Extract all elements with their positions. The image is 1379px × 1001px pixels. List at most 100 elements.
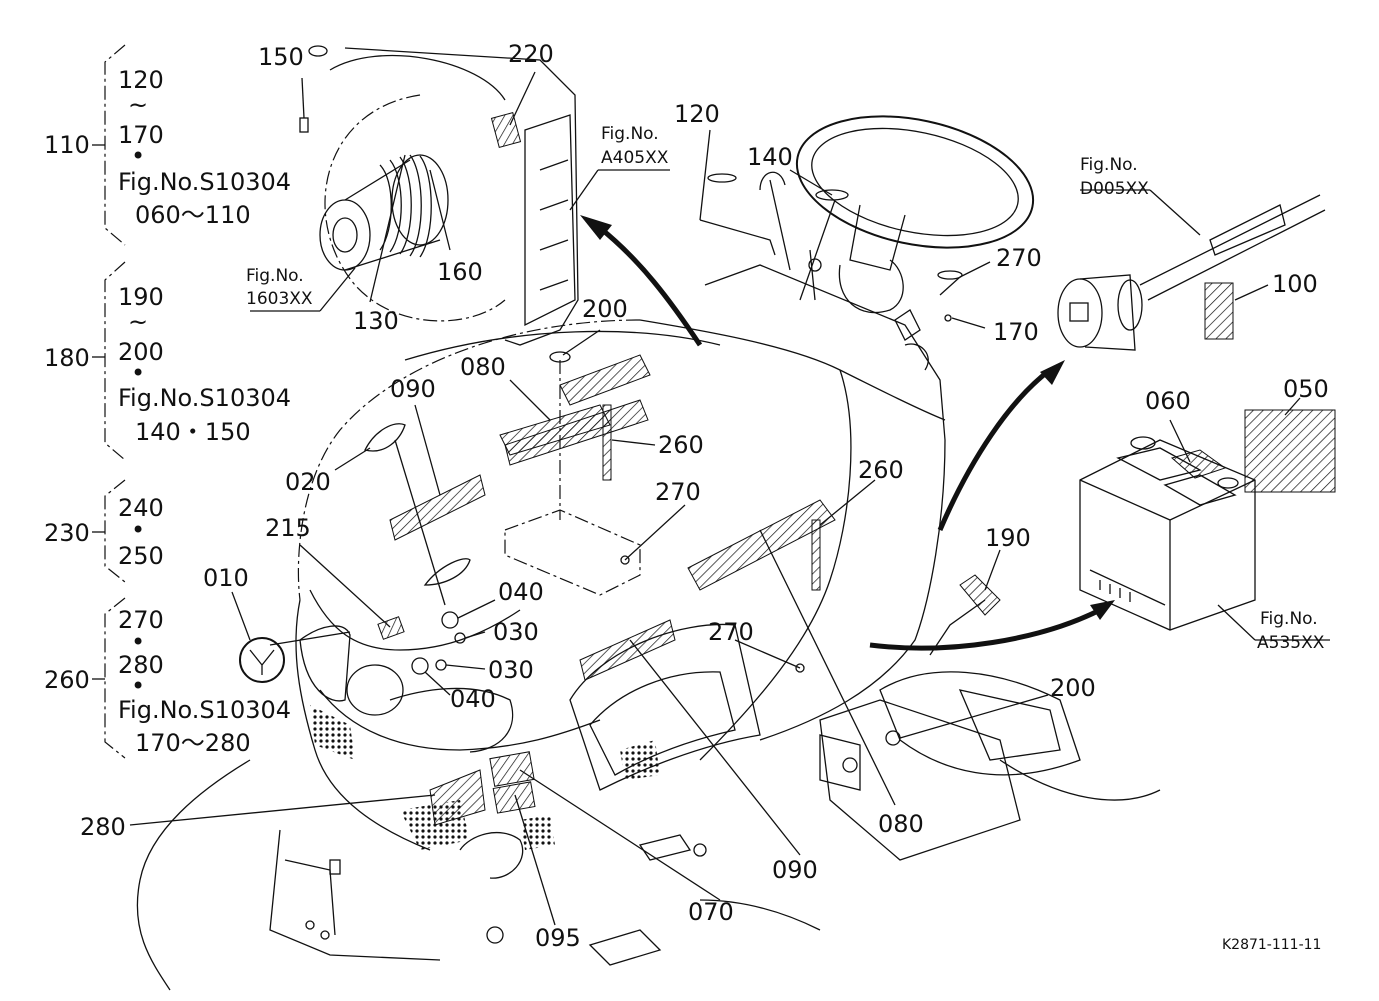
label-040-a: 040 (498, 578, 544, 606)
part-120-clip (707, 173, 737, 183)
group-260-line-2: • (131, 628, 145, 656)
leader-lines (129, 71, 1330, 926)
decal-190 (959, 574, 1001, 616)
decal-group (239, 173, 1336, 826)
group-230: 230 240 • 250 (44, 479, 164, 583)
group-110-label: 110 (44, 131, 90, 159)
part-270-top (937, 270, 963, 280)
label-090-bottom: 090 (772, 856, 818, 884)
label-160: 160 (437, 258, 483, 286)
label-090-top: 090 (390, 375, 436, 403)
label-100: 100 (1272, 270, 1318, 298)
fig-ref-a535-line-2: A535XX (1257, 633, 1325, 653)
decal-080-side (687, 499, 836, 591)
part-270-mid (620, 555, 630, 565)
group-110-line-1: 120 (118, 66, 164, 94)
label-220: 220 (508, 40, 554, 68)
label-280: 280 (80, 813, 126, 841)
decal-080-top (559, 354, 651, 406)
label-095: 095 (535, 924, 581, 952)
label-215: 215 (265, 514, 311, 542)
group-260-line-1: 270 (118, 606, 164, 634)
air-cleaner-coil (379, 154, 432, 258)
label-080-top: 080 (460, 353, 506, 381)
label-270-low: 270 (708, 618, 754, 646)
label-030-b: 030 (488, 656, 534, 684)
group-230-label: 230 (44, 519, 90, 547)
fig-ref-a405-line-1: Fig.No. (601, 124, 659, 144)
decal-260-post-a (602, 404, 612, 481)
decal-090-side (579, 619, 676, 681)
label-260-right: 260 (858, 456, 904, 484)
part-040-washer-b (411, 657, 429, 675)
fig-ref-d005-line-1: Fig.No. (1080, 155, 1138, 175)
group-260-label: 260 (44, 666, 90, 694)
label-070: 070 (688, 898, 734, 926)
group-180: 180 190 ~ 200 • Fig.No.S10304 140・150 (44, 261, 291, 461)
fig-ref-1603-line-1: Fig.No. (246, 266, 304, 286)
group-230-line-1: 240 (118, 494, 164, 522)
group-180-line-3: 200 (118, 338, 164, 366)
decal-100 (1204, 282, 1234, 340)
label-140: 140 (747, 143, 793, 171)
label-190: 190 (985, 524, 1031, 552)
part-labels: 150 220 160 130 120 140 270 170 100 200 … (80, 40, 1329, 952)
group-110-line-2: ~ (128, 91, 148, 119)
part-170-bolt (944, 314, 952, 322)
part-140-label (815, 189, 849, 201)
part-030-nut-b (435, 659, 447, 671)
tractor-body (136, 264, 1161, 991)
decal-050 (1244, 409, 1336, 493)
fig-ref-a405-line-2: A405XX (601, 148, 669, 168)
label-260-top: 260 (658, 431, 704, 459)
group-180-line-4: • (131, 359, 145, 387)
label-270-mid: 270 (655, 478, 701, 506)
part-020-emblem (364, 423, 406, 452)
part-200-plug-bottom (885, 730, 901, 746)
part-200-plug-top (549, 351, 571, 363)
label-200-bottom: 200 (1050, 674, 1096, 702)
part-040-emblem-top (423, 558, 471, 586)
group-260-line-4: • (131, 672, 145, 700)
group-180-line-1: 190 (118, 283, 164, 311)
fig-ref-1603-line-2: 1603XX (246, 289, 313, 309)
decal-090-hood (389, 474, 486, 541)
label-120: 120 (674, 100, 720, 128)
group-230-line-3: 250 (118, 542, 164, 570)
group-110-line-6: 060～110 (135, 201, 251, 229)
label-010: 010 (203, 564, 249, 592)
fig-ref-d005-line-2: D005XX (1080, 179, 1149, 199)
label-040-b: 040 (450, 685, 496, 713)
drive-shaft (1057, 194, 1326, 351)
label-030-a: 030 (493, 618, 539, 646)
label-020: 020 (285, 468, 331, 496)
group-180-line-6: 140・150 (135, 418, 251, 446)
label-060: 060 (1145, 387, 1191, 415)
label-130: 130 (353, 307, 399, 335)
air-cleaner-assembly (299, 45, 579, 346)
group-260-line-3: 280 (118, 651, 164, 679)
part-010-badge (239, 637, 285, 683)
group-230-line-2: • (131, 516, 145, 544)
decal-095 (492, 781, 536, 814)
label-270-top: 270 (996, 244, 1042, 272)
group-180-line-5: Fig.No.S10304 (118, 384, 291, 412)
group-180-label: 180 (44, 344, 90, 372)
drawing-code: K2871-111-11 (1222, 937, 1321, 953)
label-170: 170 (993, 318, 1039, 346)
fig-ref-a535-line-1: Fig.No. (1260, 609, 1318, 629)
part-040-washer-a (441, 611, 459, 629)
reference-arrows (580, 215, 1115, 651)
decal-060 (1170, 449, 1227, 479)
group-260-line-5: Fig.No.S10304 (118, 696, 291, 724)
decal-280 (429, 769, 486, 826)
part-270-low (795, 663, 805, 673)
battery (1079, 436, 1256, 631)
group-110-line-5: Fig.No.S10304 (118, 168, 291, 196)
label-200-top: 200 (582, 295, 628, 323)
part-030-nut-a (454, 632, 466, 644)
label-080-bottom: 080 (878, 810, 924, 838)
decal-070 (489, 751, 535, 787)
decal-260-post-b (811, 519, 821, 591)
